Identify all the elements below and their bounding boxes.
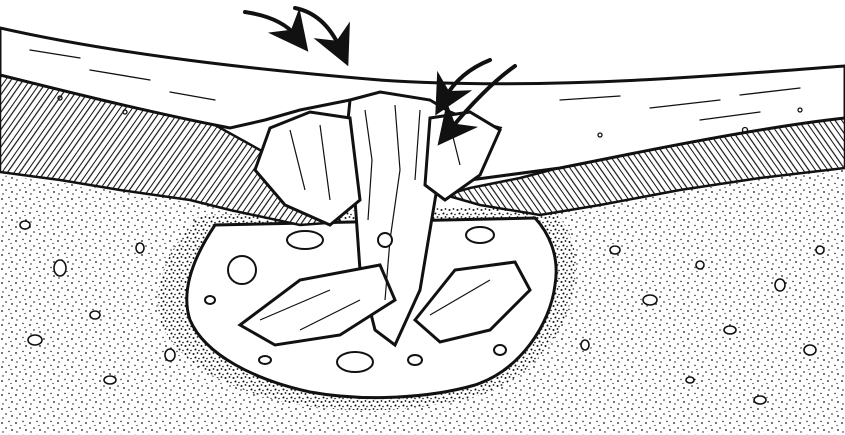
- arrow-2: [295, 8, 340, 48]
- arrow-1: [245, 12, 296, 36]
